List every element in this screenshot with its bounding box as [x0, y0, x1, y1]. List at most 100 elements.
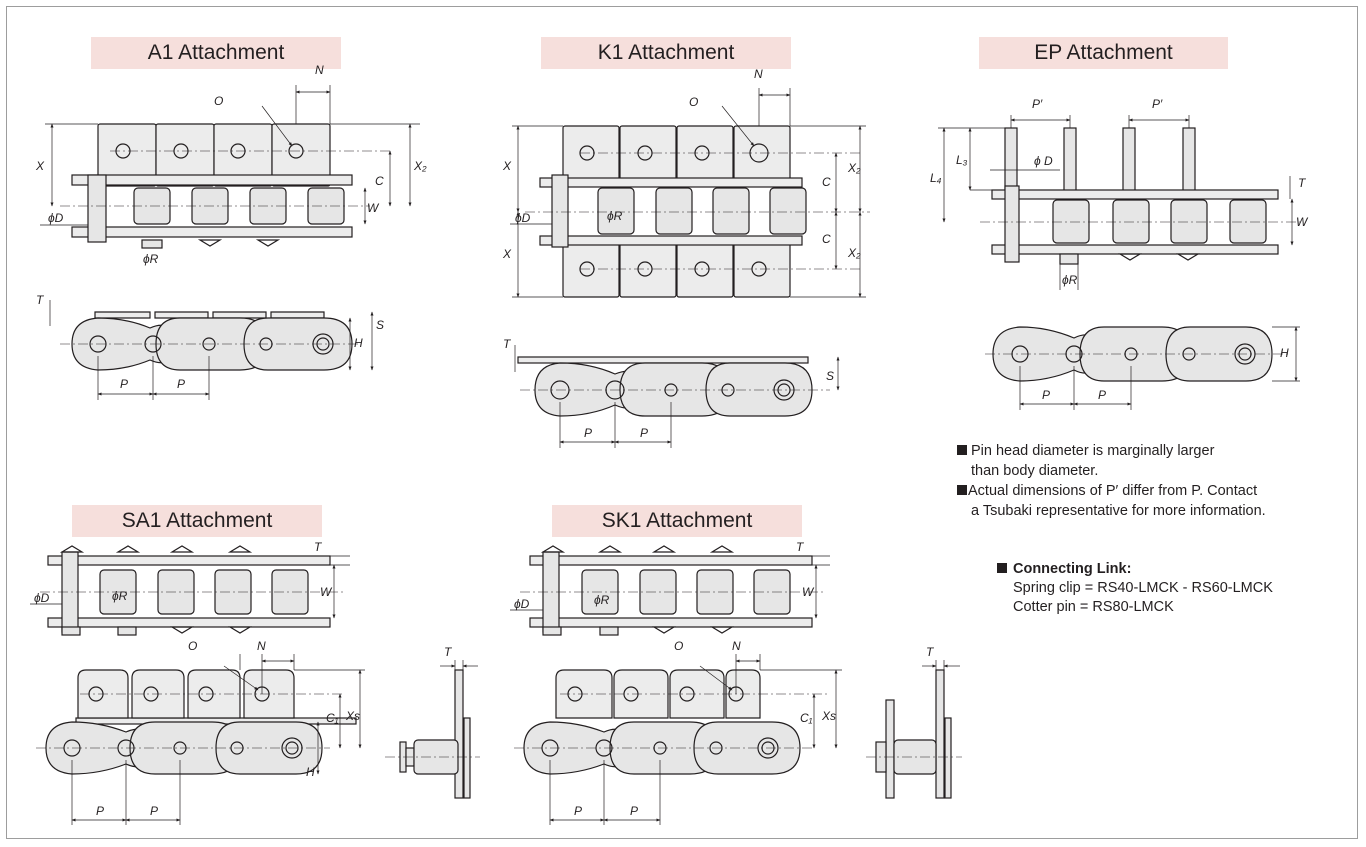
sk1-dim-t: T [796, 540, 805, 554]
k1-dim-s: S [826, 369, 834, 383]
sk1-dim-p1: P [574, 804, 582, 818]
a1-side-view [60, 311, 360, 371]
title-a1-attachment: A1 Attachment [91, 37, 341, 69]
sa1-dim-n: N [257, 639, 266, 653]
ep-side-dims: H P P [1019, 326, 1300, 410]
sa1-side-dims: N O Xs C₁ H P P [71, 639, 365, 825]
bullet-square-icon [997, 563, 1007, 573]
a1-dim-x: X [35, 159, 45, 173]
k1-dim-c-lower: C [822, 232, 831, 246]
sa1-dim-p1: P [96, 804, 104, 818]
notes-block: Pin head diameter is marginally larger t… [957, 441, 1357, 521]
sa1-dim-phid: ϕD [34, 591, 50, 605]
title-ep-attachment: EP Attachment [979, 37, 1228, 69]
a1-top-dims: X X₂ C W N O ϕD ϕR [35, 63, 427, 266]
ep-top-view [980, 127, 1300, 265]
a1-dim-p1: P [120, 377, 128, 391]
a1-dim-h: H [354, 336, 363, 350]
k1-dim-n: N [754, 67, 763, 81]
connecting-link-block: Connecting Link: Spring clip = RS40-LMCK… [997, 560, 1357, 617]
ep-dim-pprime-2: P′ [1152, 97, 1163, 111]
k1-top-view [525, 125, 870, 298]
sa1-dim-h: H [306, 765, 315, 779]
sk1-dim-o: O [674, 639, 683, 653]
connecting-link-cotter-pin: Cotter pin = RS80-LMCK [1013, 599, 1174, 615]
sa1-dim-xs: Xs [345, 709, 360, 723]
connecting-link-heading: Connecting Link: [997, 560, 1357, 579]
k1-top-dims: X X X₂ X₂ C C N O ϕD ϕR [502, 67, 866, 298]
note1-line1: Pin head diameter is marginally larger [971, 443, 1215, 459]
bullet-square-icon [957, 445, 967, 455]
ep-dim-w: W [1296, 215, 1309, 229]
sa1-dim-o: O [188, 639, 197, 653]
ep-dim-l4: L₄ [930, 171, 942, 185]
k1-dim-x-lower: X [502, 247, 512, 261]
a1-dim-o: O [214, 94, 223, 108]
k1-dim-phir: ϕR [607, 209, 623, 223]
k1-dim-c-upper: C [822, 175, 831, 189]
ep-dim-pprime-1: P′ [1032, 97, 1043, 111]
ep-side-view [985, 326, 1290, 382]
sk1-dim-n: N [732, 639, 741, 653]
k1-side-view [517, 356, 830, 417]
a1-dim-t: T [36, 293, 45, 307]
k1-dim-t: T [503, 337, 512, 351]
title-sa1-attachment: SA1 Attachment [72, 505, 322, 537]
sk1-top-view [520, 545, 825, 636]
k1-dim-phid: ϕD [515, 211, 531, 225]
note2-line1: Actual dimensions of P′ differ from P. C… [968, 483, 1258, 499]
sk1-dim-c1: C₁ [800, 711, 813, 725]
sa1-dim-w: W [320, 585, 333, 599]
ep-top-dims: P′ P′ L₄ L₃ ϕ D T W ϕR [930, 97, 1309, 290]
sk1-end-view: T [866, 645, 962, 799]
note2-line2: a Tsubaki representative for more inform… [971, 503, 1266, 519]
a1-dim-w: W [367, 201, 380, 215]
k1-dim-x2-lower: X₂ [847, 246, 861, 260]
sa1-dim-t: T [314, 540, 323, 554]
sk1-dim-w: W [802, 585, 815, 599]
sk1-dim-p2: P [630, 804, 638, 818]
connecting-link-spring-clip: Spring clip = RS40-LMCK - RS60-LMCK [1013, 580, 1273, 596]
sk1-dim-phid: ϕD [514, 597, 530, 611]
a1-dim-x2: X₂ [413, 159, 427, 173]
k1-dim-x-upper: X [502, 159, 512, 173]
k1-side-dims: T S P P [503, 337, 840, 448]
sa1-end-dim-t: T [444, 645, 453, 659]
sa1-top-view [40, 545, 345, 636]
a1-dim-s: S [376, 318, 384, 332]
sk1-dim-phir: ϕR [594, 593, 610, 607]
ep-dim-t: T [1298, 176, 1307, 190]
sa1-dim-phir: ϕR [112, 589, 128, 603]
sa1-dim-c1: C₁ [326, 711, 339, 725]
title-sk1-attachment: SK1 Attachment [552, 505, 802, 537]
connecting-link-title: Connecting Link: [1013, 561, 1132, 577]
ep-dim-l3: L₃ [956, 153, 968, 167]
k1-dim-p2: P [640, 426, 648, 440]
note-pprime: Actual dimensions of P′ differ from P. C… [957, 481, 1357, 501]
a1-dim-p2: P [177, 377, 185, 391]
title-k1-attachment: K1 Attachment [541, 37, 791, 69]
sk1-end-dim-t: T [926, 645, 935, 659]
a1-dim-c: C [375, 174, 384, 188]
sa1-end-view: T [385, 645, 480, 799]
bullet-square-icon [957, 485, 967, 495]
k1-dim-o: O [689, 95, 698, 109]
sa1-top-dims: T W ϕD ϕR [30, 540, 350, 619]
a1-top-view [60, 123, 390, 249]
note1-line2: than body diameter. [971, 463, 1099, 479]
note-pin-head: Pin head diameter is marginally larger [957, 441, 1357, 461]
sa1-dim-p2: P [150, 804, 158, 818]
sk1-side-dims: N O Xs C₁ P P [549, 639, 842, 825]
sk1-top-dims: T W ϕD ϕR [510, 540, 830, 619]
ep-dim-h: H [1280, 346, 1289, 360]
ep-dim-p2: P [1098, 388, 1106, 402]
a1-dim-phid: ϕD [48, 211, 64, 225]
a1-side-dims: T H S P P [36, 293, 384, 400]
ep-dim-phir: ϕR [1062, 273, 1078, 287]
sk1-dim-xs: Xs [821, 709, 836, 723]
k1-dim-x2-upper: X₂ [847, 161, 861, 175]
sa1-side-view [36, 669, 357, 775]
a1-dim-phir: ϕR [143, 252, 159, 266]
ep-dim-p1: P [1042, 388, 1050, 402]
